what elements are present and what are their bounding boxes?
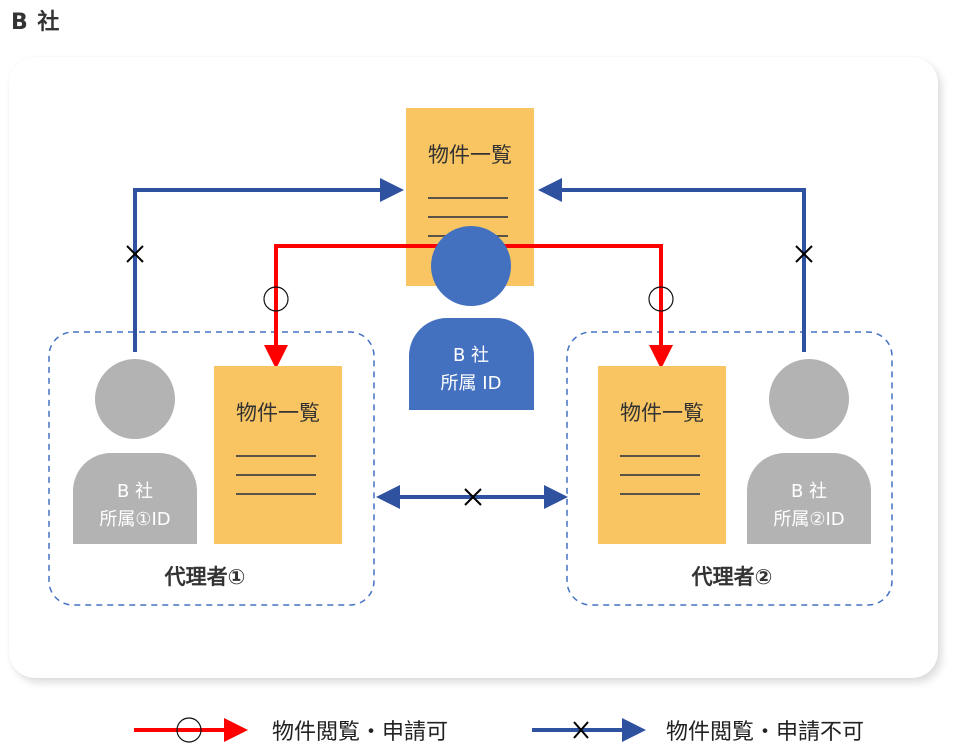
agent-1-person-line2: 所属①ID [99, 509, 170, 530]
allowed-arrow-center-to-agent2 [470, 244, 673, 369]
allowed-arrow-center-to-agent1 [264, 244, 470, 369]
denied-mark-icon [126, 245, 144, 263]
legend-allowed-label: 物件閲覧・申請可 [272, 720, 448, 745]
agent-1-document: 物件一覧 [214, 366, 342, 544]
agent-1-person-line1: B 社 [117, 481, 153, 502]
agent-2-person-head [769, 359, 849, 439]
allowed-mark-icon [263, 286, 289, 312]
agent-1-group [48, 331, 375, 606]
denied-arrow-agent1-to-center [133, 178, 404, 352]
agent-1-label: 代理者① [164, 565, 246, 589]
agent-2-person: B 社 所属②ID [747, 359, 871, 544]
page-title: B 社 [11, 10, 61, 35]
denied-mark-icon [464, 488, 482, 506]
agent-1-person-head [95, 359, 175, 439]
center-person-head [431, 226, 511, 306]
center-person-body [409, 318, 534, 410]
agent-2-person-line1: B 社 [791, 481, 827, 502]
legend-denied-label: 物件閲覧・申請不可 [666, 720, 864, 745]
allowed-mark-icon [176, 717, 202, 743]
agent-2-label: 代理者② [691, 565, 773, 589]
center-person-line1: B 社 [453, 345, 489, 366]
center-person: B 社 所属 ID [409, 226, 534, 410]
center-document-title: 物件一覧 [428, 143, 512, 167]
agent-2-document-title: 物件一覧 [620, 401, 704, 425]
legend-denied: 物件閲覧・申請不可 [532, 718, 864, 745]
agent-1-document-title: 物件一覧 [236, 401, 320, 425]
denied-mark-icon [795, 245, 813, 263]
denied-mark-icon [573, 721, 589, 739]
legend-allowed: 物件閲覧・申請可 [134, 717, 448, 745]
agent-2-person-line2: 所属②ID [773, 509, 844, 530]
agent-1-person-body [73, 453, 197, 544]
allowed-mark-icon [648, 286, 674, 312]
denied-arrow-agent2-to-center [538, 178, 806, 352]
agent-2-person-body [747, 453, 871, 544]
agent-2-document: 物件一覧 [598, 366, 726, 544]
center-person-line2: 所属 ID [441, 373, 502, 394]
agent-1-person: B 社 所属①ID [73, 359, 197, 544]
agent-2-group [566, 331, 893, 606]
